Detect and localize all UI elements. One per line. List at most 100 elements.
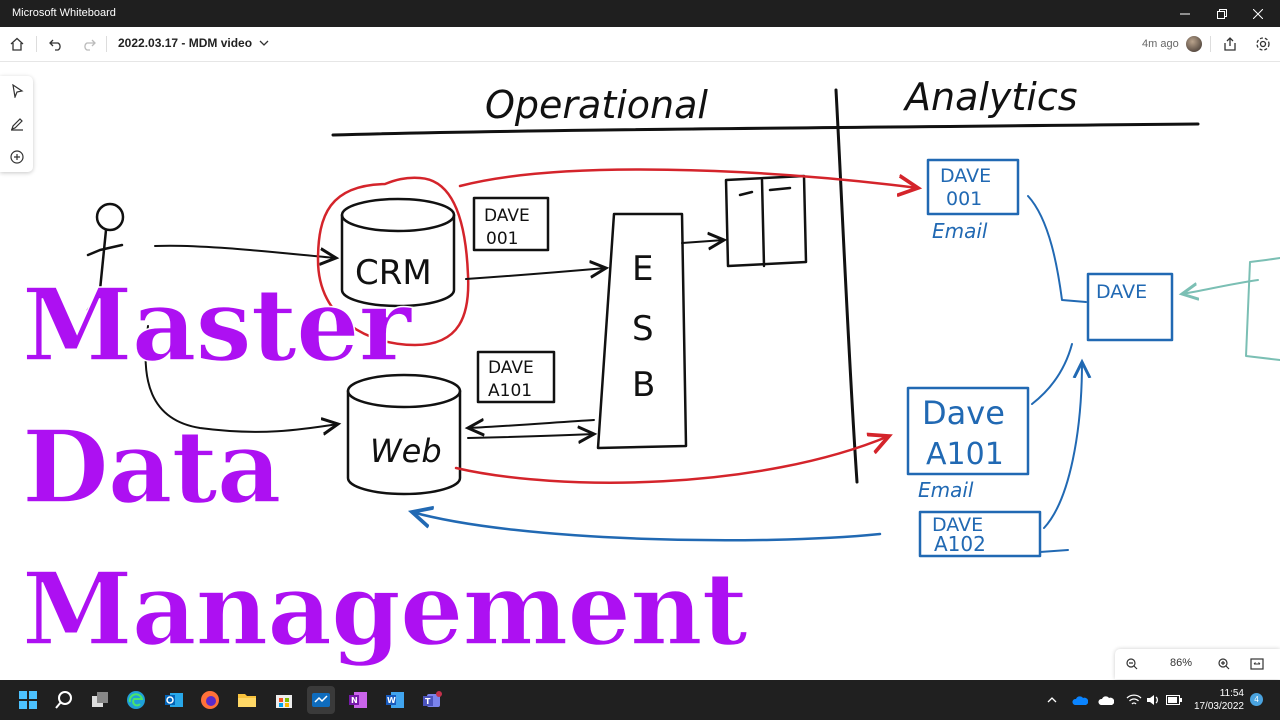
toolbar-divider [106,36,107,52]
analytics-dave-a101-line1: Dave [922,394,1005,432]
dave-a102-to-master-arrow [1043,362,1082,529]
service-box [724,174,808,268]
overlay-title: Master Data Management [21,254,922,680]
file-explorer-icon[interactable] [233,686,261,714]
crm-record-line1: DAVE [484,206,530,226]
web-to-analytics-arrow [454,436,889,484]
chevron-up-icon[interactable] [1044,692,1060,708]
overlay-title-line3: Management [21,549,748,669]
header-underline [331,122,1200,137]
overlay-title-line2: Data [21,407,282,527]
close-icon[interactable] [1241,0,1275,27]
web-record-box [476,350,556,404]
firefox-icon[interactable] [196,686,224,714]
battery-icon[interactable] [1166,692,1182,708]
crm-record-box [472,196,550,252]
tool-panel [0,76,33,172]
svg-text:N: N [351,696,358,705]
store-icon[interactable] [270,686,298,714]
toolbar-divider [36,36,37,52]
whiteboard-canvas[interactable]: Operational Analytics CRM DAVE 001 Web [0,61,1280,680]
analytics-dave-a102-box [918,510,1042,558]
sync-status: 4m ago [1142,38,1179,50]
analytics-dave-001-box [926,158,1020,216]
analytics-dave-001-line2: 001 [946,188,982,210]
analytics-to-web-arrow [412,512,882,542]
web-database [346,373,462,496]
add-icon[interactable] [4,144,30,170]
document-title[interactable]: 2022.03.17 - MDM video [118,36,253,50]
dave-a102-underline [1039,549,1069,553]
overlay-title-line1: Master [21,265,412,385]
clock[interactable]: 11:54 17/03/2022 [1190,687,1244,713]
analytics-header: Analytics [902,75,1078,119]
windows-start-icon[interactable] [14,686,42,714]
outlook-icon[interactable] [160,686,188,714]
esb-service-arrow [681,240,724,243]
onenote-icon[interactable]: N [344,686,372,714]
task-view-icon[interactable] [86,686,114,714]
web-label: Web [370,432,442,470]
select-icon[interactable] [4,78,30,104]
teams-icon[interactable]: T [418,686,446,714]
svg-text:T: T [425,697,431,706]
taskbar: N W T 11:54 17/03/2022 4 [0,680,1280,720]
pen-icon[interactable] [4,111,30,137]
volume-icon[interactable] [1146,692,1162,708]
zoom-level[interactable]: 86% [1170,657,1193,669]
restore-icon[interactable] [1205,0,1239,27]
master-dave-box [1086,272,1174,342]
dave-a101-to-master-line [1031,343,1073,405]
fit-to-screen-icon[interactable] [1245,652,1269,676]
crm-database [340,197,456,308]
esb-to-web-arrow [468,420,595,428]
whiteboard-icon[interactable] [307,686,335,714]
zoom-in-icon[interactable] [1212,652,1236,676]
analytics-dave-a102-line2: A102 [934,532,986,556]
app-toolbar: 2022.03.17 - MDM video 4m ago [0,27,1280,62]
crm-label: CRM [355,253,432,293]
user-to-crm-arrow [154,244,336,258]
web-record-line1: DAVE [488,358,534,378]
analytics-dave-a101-line2: A101 [926,437,1004,472]
clock-date: 17/03/2022 [1193,701,1244,712]
divider-line [834,88,859,484]
zoom-out-icon[interactable] [1120,652,1144,676]
analytics-dave-a101-box [906,386,1030,476]
analytics-dave-a102-line1: DAVE [932,514,983,536]
wifi-icon[interactable] [1126,692,1142,708]
chevron-down-icon[interactable] [258,36,270,54]
esb-letter-s: S [632,309,654,349]
esb-box [596,212,688,450]
home-icon[interactable] [4,31,30,57]
cloud-icon[interactable] [1098,692,1114,708]
undo-icon[interactable] [43,31,69,57]
dave-001-to-master-line [1027,195,1087,303]
web-to-esb-arrow [467,434,594,438]
user-to-web-arrow [144,325,338,432]
redo-icon[interactable] [76,31,102,57]
notification-badge[interactable]: 4 [1250,693,1263,706]
operational-header: Operational [485,83,708,127]
share-icon[interactable] [1217,31,1243,57]
crm-to-analytics-arrow [458,168,918,188]
analytics-dave-001-line1: DAVE [940,165,991,187]
svg-text:W: W [387,696,396,705]
app-title: Microsoft Whiteboard [12,7,116,19]
user-stick-figure [86,202,125,314]
minimize-icon[interactable] [1168,0,1202,27]
esb-letter-b: B [632,365,655,405]
settings-icon[interactable] [1250,31,1276,57]
master-dave-label: DAVE [1096,281,1147,303]
onedrive-icon[interactable] [1072,692,1088,708]
edge-icon[interactable] [122,686,150,714]
title-bar: Microsoft Whiteboard [0,0,1280,27]
search-icon[interactable] [50,686,78,714]
crm-to-esb-arrow [465,268,606,280]
zoom-bar: 86% [1115,649,1280,679]
avatar[interactable] [1186,36,1202,52]
external-source-box [1245,257,1280,361]
toolbar-divider [1210,36,1211,52]
word-icon[interactable]: W [381,686,409,714]
external-source-arrow [1182,279,1259,294]
